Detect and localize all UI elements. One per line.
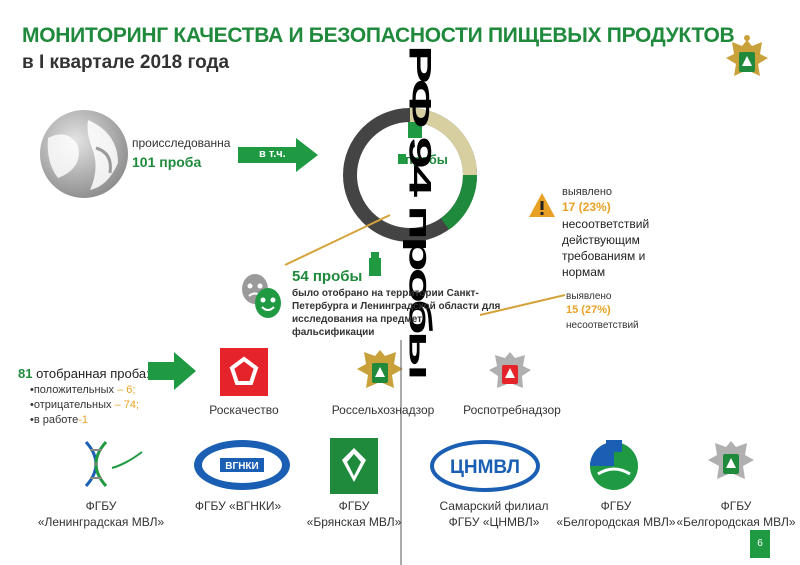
- list-item: •отрицательных – 74;: [30, 399, 140, 411]
- agency-label: Роспотребнадзор: [463, 403, 561, 417]
- lab-caption: ФГБУ«Белгородская МВЛ»: [556, 499, 676, 529]
- theater-masks-icon: [242, 274, 281, 318]
- vgnki-logo-text: ВГНКИ: [225, 461, 258, 472]
- lab-caption: ФГБУ «ВГНКИ»: [194, 499, 282, 513]
- arrow-label: в т.ч.: [259, 148, 286, 160]
- connector-line: [284, 214, 391, 266]
- jar-icon: [398, 154, 406, 164]
- agency-label: Роскачество: [209, 403, 279, 417]
- agency-label: Россельхознадзор: [331, 403, 435, 417]
- selected-81: 81 отобранная проба:: [18, 366, 150, 381]
- belgorod-logo-icon: [590, 440, 638, 490]
- revealed-2-desc: несоответствий: [566, 320, 639, 331]
- center-block-value: пробы: [405, 152, 448, 167]
- revealed-2-value: 15 (27%): [566, 304, 611, 316]
- list-item: •в работе-1: [30, 414, 88, 426]
- eagle-emblem-icon: [726, 35, 768, 76]
- arrow-right-icon: [148, 352, 196, 390]
- revealed-1-label: выявлено: [562, 186, 613, 198]
- lab-caption: ФГБУ«Белгородская МВЛ»: [676, 499, 796, 529]
- cnmvl-logo-icon: ЦНМВЛ: [430, 440, 540, 492]
- revealed-1-desc: несоответствий действующим требованиям и…: [562, 217, 650, 279]
- warning-icon: [529, 193, 555, 217]
- globe-icon: [40, 110, 128, 198]
- eagle-emblem-icon: [489, 352, 531, 388]
- bottle-icon: [369, 252, 381, 276]
- lab-caption: ФГБУ«Ленинградская МВЛ»: [37, 499, 165, 529]
- page-number: 6: [750, 530, 770, 558]
- connector-line-2: [479, 294, 566, 316]
- vgnki-logo-icon: ВГНКИ: [194, 440, 290, 490]
- arrow-right-icon: [238, 138, 318, 172]
- divider-line: [400, 340, 402, 565]
- selected-81-label: отобранная проба:: [32, 366, 150, 381]
- selected-81-list: •положительных – 6; •отрицательных – 74;…: [30, 383, 139, 428]
- revealed-2-label: выявлено: [566, 291, 612, 302]
- investigated-value: 101 проба: [132, 154, 202, 170]
- dna-logo-icon: [84, 440, 143, 488]
- ring-diagram: [343, 108, 478, 242]
- list-item: •положительных – 6;: [30, 384, 136, 396]
- sample-54-value: 54 пробы: [292, 268, 363, 285]
- revealed-1-value: 17 (23%): [562, 200, 611, 214]
- page-subtitle: в I квартале 2018 года: [22, 52, 230, 73]
- eagle-emblem-icon: [708, 441, 754, 479]
- eagle-emblem-icon: [357, 350, 403, 388]
- bryansk-logo-icon: [330, 438, 378, 494]
- lab-caption: ФГБУ«Брянская МВЛ»: [306, 499, 402, 529]
- investigated-label: происследованна: [132, 136, 231, 150]
- cnmvl-logo-text: ЦНМВЛ: [450, 457, 520, 478]
- roskachestvo-logo-icon: [220, 348, 268, 396]
- selected-81-count: 81: [18, 366, 33, 381]
- sample-54-desc: было отобрано на территории Санкт-Петерб…: [292, 288, 501, 338]
- page-title: МОНИТОРИНГ КАЧЕСТВА И БЕЗОПАСНОСТИ ПИЩЕВ…: [22, 24, 735, 47]
